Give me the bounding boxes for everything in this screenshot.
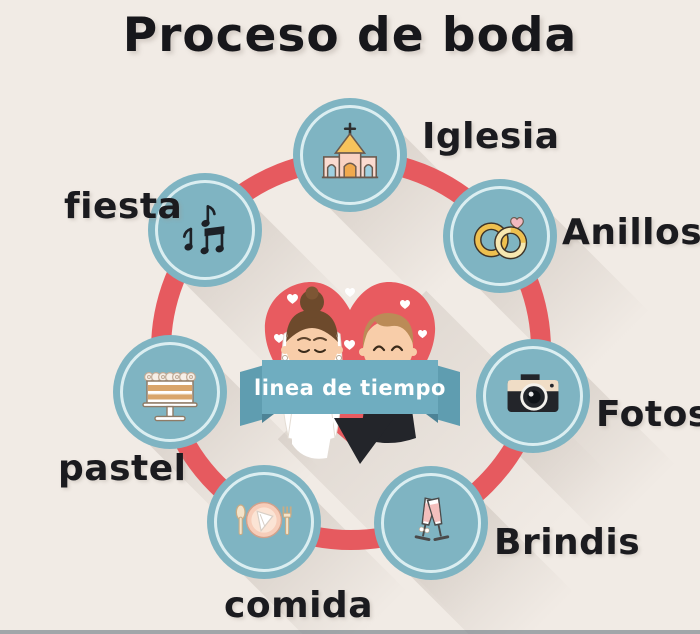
step-node-anillos <box>443 179 557 293</box>
plate-cutlery-icon <box>230 488 298 556</box>
step-node-brindis <box>374 466 488 580</box>
suit-bottom <box>334 418 394 464</box>
step-label-iglesia: Iglesia <box>422 116 560 157</box>
step-node-iglesia <box>293 98 407 212</box>
timeline-banner-label: linea de tiempo <box>254 376 446 400</box>
camera-icon <box>500 363 566 429</box>
step-label-comida: comida <box>224 585 373 626</box>
champagne-toast-icon <box>398 490 464 556</box>
bottom-edge-strip <box>0 630 700 634</box>
church-icon <box>316 121 384 189</box>
heart-couple-illustration: linea de tiempo <box>232 268 468 468</box>
step-label-fiesta: fiesta <box>64 186 183 227</box>
step-label-brindis: Brindis <box>494 522 641 563</box>
music-notes-icon <box>172 197 238 263</box>
step-label-fotos: Fotos <box>596 394 700 435</box>
step-node-pastel <box>113 335 227 449</box>
step-label-anillos: Anillos <box>562 212 700 253</box>
step-node-comida <box>207 465 321 579</box>
step-node-fotos <box>476 339 590 453</box>
rings-icon <box>466 202 534 270</box>
infographic-title: Proceso de boda <box>122 8 578 63</box>
wedding-cake-icon <box>135 357 205 427</box>
step-label-pastel: pastel <box>58 448 187 489</box>
timeline-banner: linea de tiempo <box>240 360 460 426</box>
